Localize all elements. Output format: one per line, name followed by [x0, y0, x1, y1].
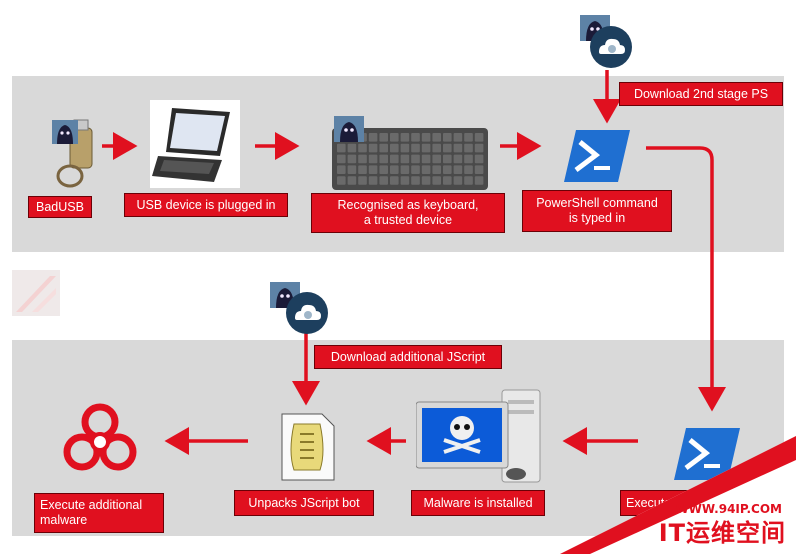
cloud-download-icon	[590, 26, 632, 68]
usb-plugged-label: USB device is plugged in	[124, 193, 288, 217]
unpacks-jscript-label: Unpacks JScript bot	[234, 490, 374, 516]
jscript-file-icon	[281, 413, 335, 481]
badusb-label: BadUSB	[28, 196, 92, 218]
hacker-icon	[334, 116, 364, 142]
keyboard-icon	[332, 128, 488, 190]
powershell-icon	[564, 130, 630, 182]
infected-computer-icon	[416, 389, 541, 483]
malware-installed-label: Malware is installed	[411, 490, 545, 516]
powershell-icon	[674, 428, 740, 480]
hacker-icon	[52, 120, 78, 144]
execute-malware-label: Execute additional malware	[34, 493, 164, 533]
powershell-typed-label: PowerShell command is typed in	[522, 190, 672, 232]
laptop-icon	[150, 100, 240, 188]
download-jscript-label: Download additional JScript	[314, 345, 502, 369]
biohazard-icon	[63, 403, 137, 471]
download-ps-label: Download 2nd stage PS	[619, 82, 783, 106]
keyboard-recognised-label: Recognised as keyboard, a trusted device	[311, 193, 505, 233]
watermark-url: WWW.94IP.COM	[675, 502, 782, 516]
watermark-banner	[560, 436, 796, 554]
faint-logo-icon	[12, 270, 60, 316]
watermark-text: IT运维空间	[658, 519, 786, 547]
cloud-download-icon	[286, 292, 328, 334]
arrow-powershell-to-bottom	[646, 146, 726, 412]
